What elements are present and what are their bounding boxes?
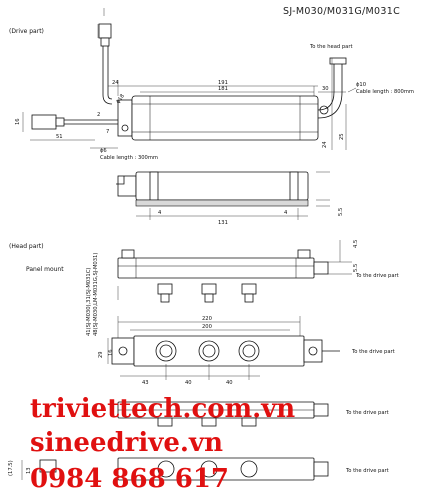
drive-body-top xyxy=(117,95,329,141)
dim-25: 25 xyxy=(339,133,345,140)
sensor-heads-row-1 xyxy=(157,283,257,303)
dim-40-b: 40 xyxy=(226,380,233,386)
head-top-view xyxy=(107,316,340,380)
section-drive-part-label: (Drive part) xyxy=(9,28,44,35)
drive-dimension-lines xyxy=(90,80,346,149)
dim-24-top: 24 xyxy=(112,80,119,86)
callout-phi6: ϕ6 xyxy=(100,148,107,154)
watermark-line-1: triviettech.com.vn xyxy=(30,394,295,424)
vertical-note-1: 41(SJ-M030),31(SJ-M031C) xyxy=(86,268,92,336)
dim-7: 7 xyxy=(106,129,109,135)
dim-2: 2 xyxy=(97,112,100,118)
head-side-view-3 xyxy=(21,457,329,481)
callout-to-drive-part-3: To the drive part xyxy=(345,410,389,416)
dim-24-right: 24 xyxy=(322,141,328,148)
callout-phi10: ϕ10 xyxy=(356,82,366,88)
dim-191: 191 xyxy=(218,80,228,86)
callout-cable-300: Cable length : 300mm xyxy=(100,155,158,161)
dim-5-5-b: 5.5 xyxy=(353,264,359,272)
section-head-part-label: (Head part) xyxy=(9,243,44,250)
vertical-note-2: 48(SJ-M030,LM-M031G,SJ-M031) xyxy=(93,253,99,336)
dim-13: 13 xyxy=(26,467,32,474)
dim-17-5: (17.5) xyxy=(8,460,14,476)
dim-16-b: 16 xyxy=(108,349,114,356)
dim-4-left: 4 xyxy=(158,210,162,216)
head-side-view-2 xyxy=(117,401,329,427)
dim-40-a: 40 xyxy=(185,380,192,386)
drive-left-connector xyxy=(22,112,118,141)
dim-200: 200 xyxy=(202,324,212,330)
callout-to-drive-part-2: To the drive part xyxy=(351,349,395,355)
dim-4-5: 4.5 xyxy=(353,240,359,248)
callout-to-drive-part-4: To the drive part xyxy=(345,468,389,474)
panel-mount-label: Panel mount xyxy=(26,266,64,273)
drawing-title: SJ-M030/M031G/M031C xyxy=(283,6,400,17)
dim-29: 29 xyxy=(98,351,104,358)
dim-181: 181 xyxy=(218,86,228,92)
drive-body-side xyxy=(116,171,330,220)
dim-5-5-a: 5.5 xyxy=(338,208,344,216)
head-side-view-1 xyxy=(117,240,352,300)
dim-43: 43 xyxy=(142,380,149,386)
dim-4-right: 4 xyxy=(284,210,288,216)
dim-220: 220 xyxy=(202,316,212,322)
callout-cable-800: Cable length : 800mm xyxy=(356,89,414,95)
callout-to-drive-part-1: To the drive part xyxy=(355,273,399,279)
watermark-line-2: sineedrive.vn xyxy=(30,428,223,458)
dim-51: 51 xyxy=(56,134,63,140)
watermark-line-3: 0984 868 617 xyxy=(30,464,229,494)
callout-phi18: ϕ18 xyxy=(115,93,126,105)
drive-cable-connector xyxy=(97,8,113,105)
callout-to-head-part: To the head part xyxy=(309,44,353,50)
dim-131: 131 xyxy=(218,220,228,226)
dim-16: 16 xyxy=(15,118,21,125)
dim-30: 30 xyxy=(322,86,329,92)
